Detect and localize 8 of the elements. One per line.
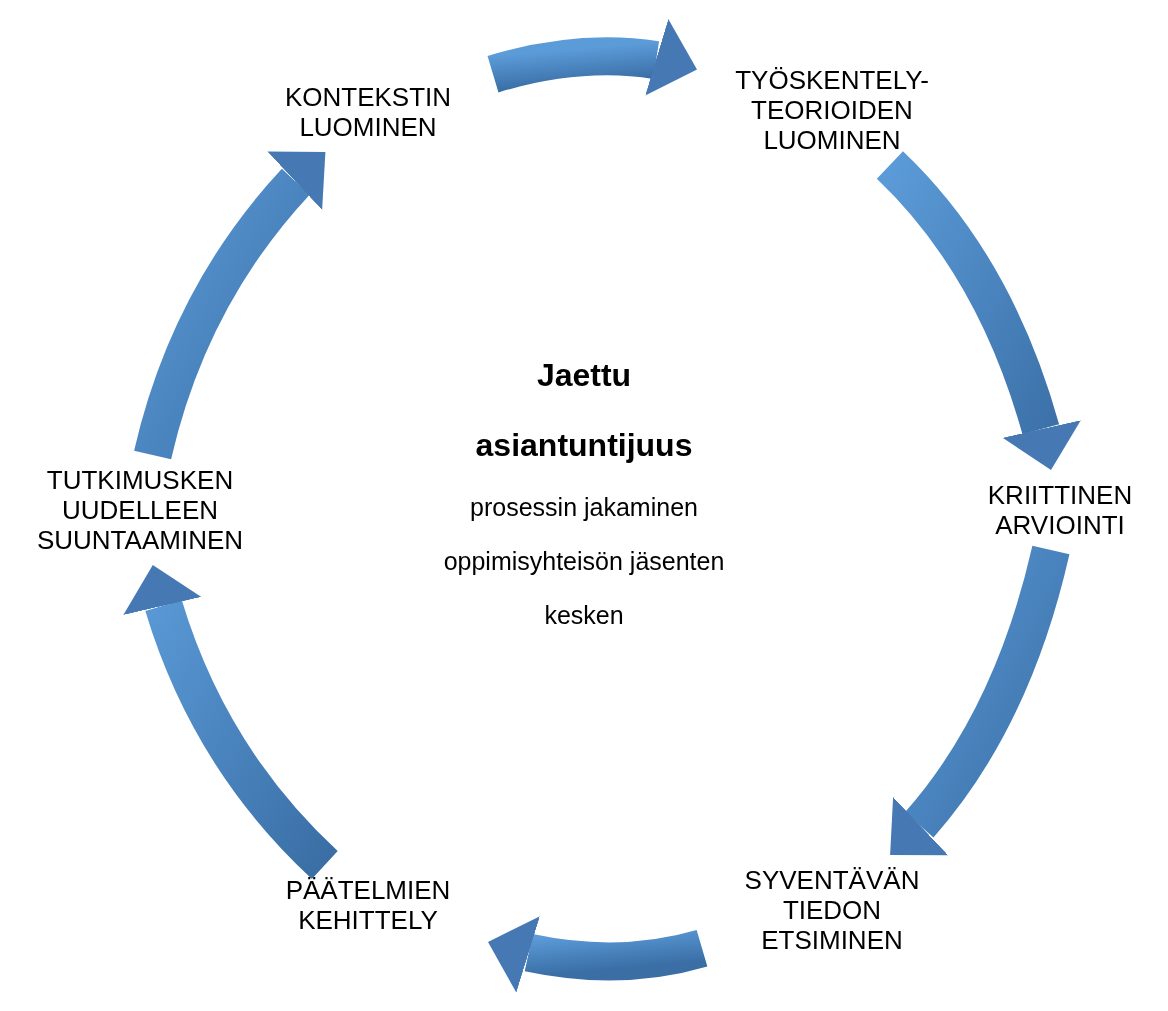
step-label: KONTEKSTIN LUOMINEN (283, 82, 453, 142)
center-heading: Jaettu asiantuntijuus (474, 356, 694, 465)
step-label: SYVENTÄVÄN TIEDON ETSIMINEN (743, 865, 921, 955)
step-label: TYÖSKENTELY- TEORIOIDEN LUOMINEN (734, 65, 930, 155)
step-label: TUTKIMUSKEN UUDELLEEN SUUNTAAMINEN (35, 465, 245, 555)
step-label: KRIITTINEN ARVIOINTI (986, 480, 1134, 540)
center-text: prosessin jakaminen oppimisyhteisön jäsenten kesken (442, 492, 726, 631)
step-label: PÄÄTELMIEN KEHITTELY (284, 875, 452, 935)
